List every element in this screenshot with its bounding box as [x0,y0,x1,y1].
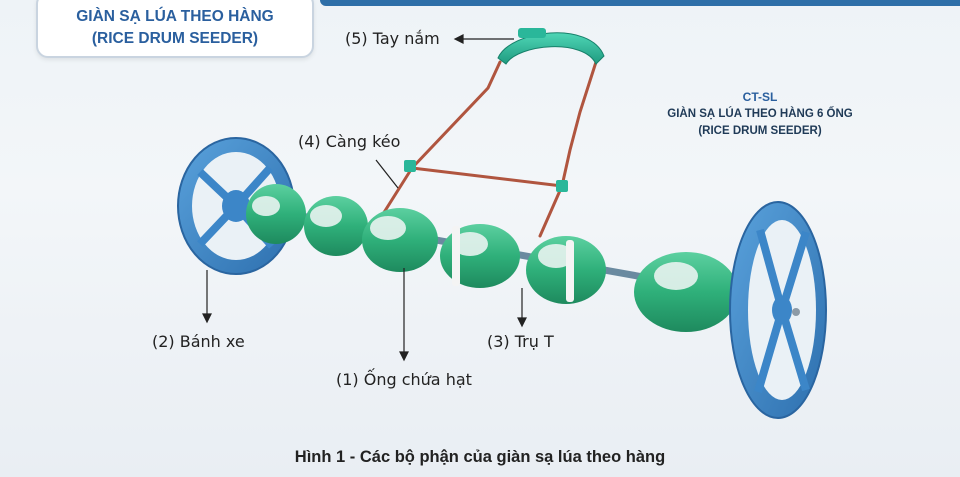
title-line-2: (RICE DRUM SEEDER) [91,30,259,47]
figure-caption: Hình 1 - Các bộ phận của giàn sạ lúa the… [294,448,666,466]
label-handle: (5) Tay nắm [345,29,440,48]
pointer-lines [202,34,527,362]
model-name-en: (RICE DRUM SEEDER) [698,125,822,137]
label-t-post: (3) Trụ T [487,332,554,351]
label-wheel: (2) Bánh xe [152,332,245,351]
wheel-right [729,201,827,419]
label-seed-drum: (1) Ống chứa hạt [336,370,472,389]
model-name: GIÀN SẠ LÚA THEO HÀNG 6 ỐNG [667,108,853,120]
title-line-1: GIÀN SẠ LÚA THEO HÀNG [76,8,274,25]
seed-drum [246,184,306,244]
seed-drum [362,208,438,272]
seed-drum [304,196,368,256]
model-code: CT-SL [742,90,778,104]
seed-drum [634,252,738,332]
handle-cap [518,28,546,38]
seed-drums [246,184,738,332]
label-drawbar: (4) Càng kéo [298,132,401,151]
seed-drum [526,236,606,304]
handle-grip [497,32,605,65]
top-accent-bar [320,0,960,6]
title-box: GIÀN SẠ LÚA THEO HÀNG (RICE DRUM SEEDER) [36,0,314,58]
drawbar-frame [376,60,598,238]
model-info: CT-SL GIÀN SẠ LÚA THEO HÀNG 6 ỐNG (RICE … [636,89,884,140]
seed-drum [440,224,520,288]
frame-connectors [404,160,568,192]
